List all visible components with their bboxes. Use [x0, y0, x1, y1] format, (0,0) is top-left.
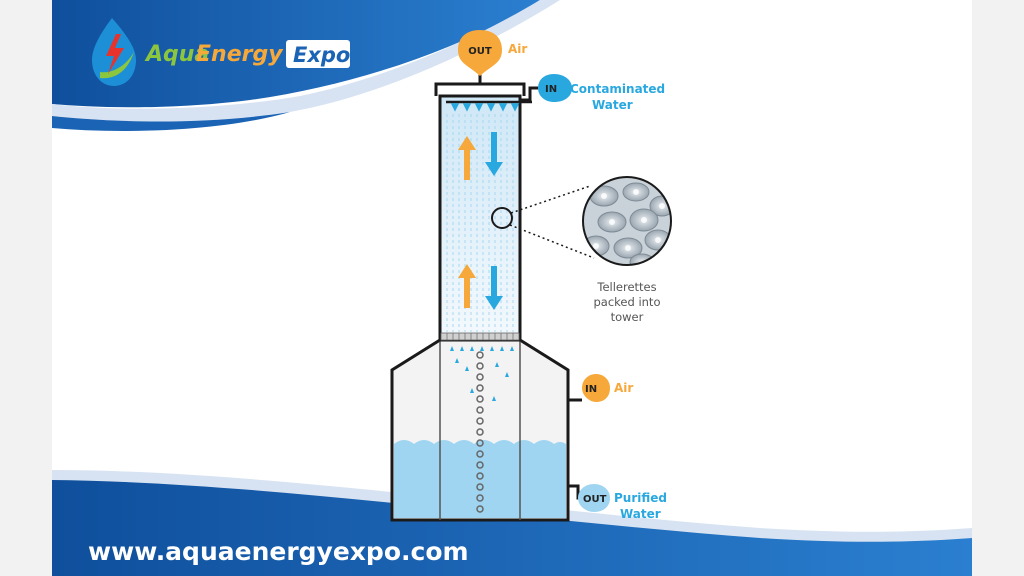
- aqua-energy-logo: Aqua Energy Expo: [92, 18, 350, 86]
- packing-label-line3: tower: [611, 310, 644, 324]
- spray-nozzles: [450, 103, 520, 112]
- right-margin: [972, 0, 1024, 576]
- falling-droplets: [450, 346, 514, 401]
- air-bubbles: [476, 351, 484, 513]
- packing-rain-pattern: [446, 112, 514, 332]
- air-inlet-badge-shape: [582, 374, 610, 402]
- water-inlet-pipe: [520, 86, 538, 102]
- water-outlet-label-line2: Water: [620, 507, 661, 521]
- water-inlet-badge-text: IN: [545, 84, 557, 95]
- water-down-arrow: [485, 266, 503, 310]
- water-outlet-badge-text: OUT: [583, 494, 607, 505]
- air-outlet-badge: OUT Air: [458, 30, 527, 76]
- support-grid: [440, 332, 520, 341]
- air-up-arrow: [458, 264, 476, 308]
- air-inlet-badge: IN Air: [582, 374, 633, 402]
- packing-label-line1: Tellerettes: [596, 280, 656, 294]
- air-up-arrow: [458, 136, 476, 180]
- stripping-tower: [390, 72, 584, 522]
- magnifier-lens: [582, 176, 672, 266]
- logo-word-energy: Energy: [196, 42, 284, 67]
- air-outlet-badge-text: OUT: [468, 46, 492, 57]
- left-margin: [0, 0, 52, 576]
- water-outlet-label-line1: Purified: [614, 491, 667, 505]
- water-inlet-label-line2: Water: [592, 98, 633, 112]
- water-inlet-label-line1: Contaminated: [570, 82, 665, 96]
- water-down-arrow: [485, 132, 503, 176]
- water-outlet-badge-shape: [578, 484, 610, 512]
- water-inlet-badge: IN Contaminated Water: [538, 74, 665, 112]
- air-inlet-label: Air: [614, 381, 633, 395]
- website-url: www.aquaenergyexpo.com: [88, 537, 469, 566]
- tellerette-packing-closeup: [583, 177, 671, 265]
- logo-expo-box: [286, 40, 350, 68]
- bottom-brand-band: www.aquaenergyexpo.com: [52, 470, 972, 576]
- logo-word-expo: Expo: [293, 43, 350, 67]
- magnifier-source-circle: [491, 207, 513, 229]
- water-outlet-badge: OUT Purified Water: [578, 484, 667, 521]
- lightning-bolt-icon: [106, 34, 124, 74]
- leaf-icon: [100, 52, 134, 79]
- logo-word-aqua: Aqua: [144, 42, 209, 67]
- air-inlet-badge-text: IN: [585, 384, 597, 395]
- water-inlet-badge-shape: [538, 74, 572, 102]
- air-outlet-label: Air: [508, 42, 527, 56]
- packing-label-line2: packed into: [594, 295, 661, 309]
- air-outlet-drop-icon: [458, 30, 502, 76]
